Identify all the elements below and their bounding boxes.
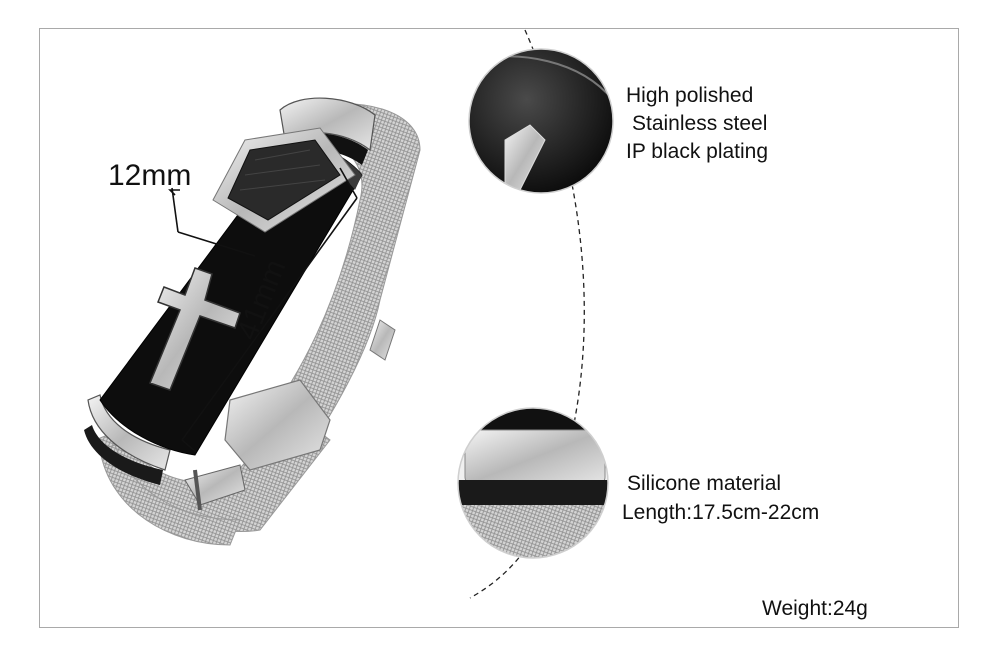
callout-top-line-2: Stainless steel [632,112,768,135]
connector-dashed-line [469,29,585,599]
zoom-circle-top [469,49,613,193]
width-dimension-label: 12mm [108,159,192,192]
mesh-band-lower [99,444,241,546]
callout-top-line-3: IP black plating [626,140,769,163]
clasp-pin [193,469,202,511]
bracelet [84,97,421,546]
callout-bottom-line-2: Length:17.5cm-22cm [622,501,820,524]
dimension-lines [168,167,358,453]
weight-label: Weight:24g [762,597,868,620]
callout-top-line-1: High polished [626,84,754,107]
steel-clasp [224,379,331,471]
callout-bottom-line-1: Silicone material [627,472,782,495]
image-frame [39,28,959,628]
cross-cutout [149,267,241,391]
end-cap-bottom [87,394,171,471]
